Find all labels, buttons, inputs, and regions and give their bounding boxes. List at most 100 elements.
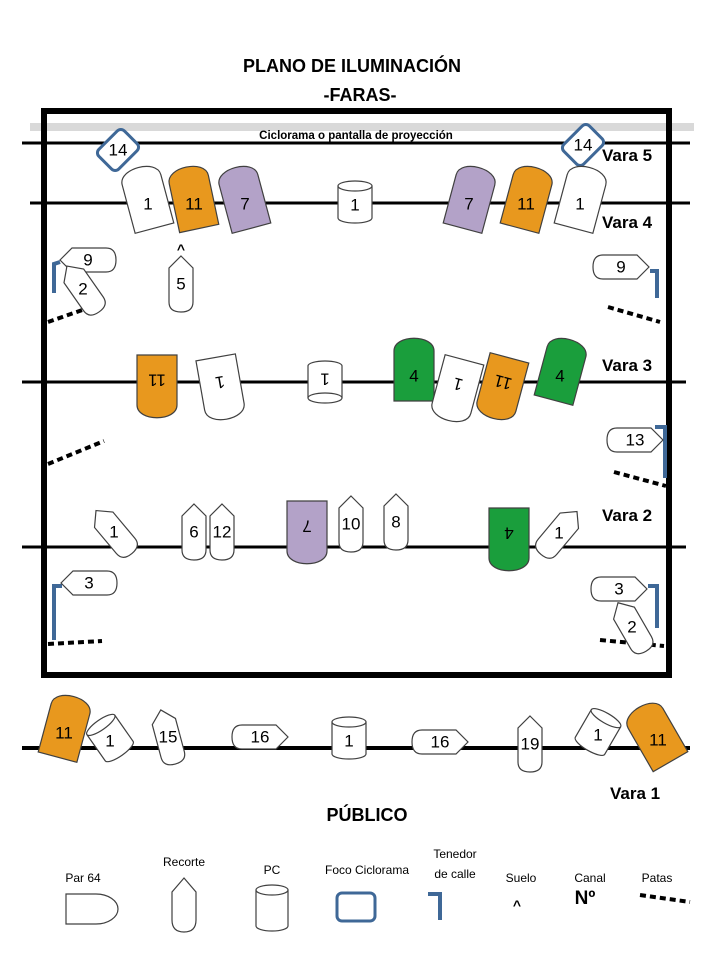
- tenedor-right-3: [648, 584, 659, 628]
- pata-right-2: [613, 470, 667, 488]
- recorte-body: [535, 510, 580, 559]
- channel-number: 16: [251, 728, 270, 747]
- par-body: [195, 353, 245, 421]
- channel-number: 1: [105, 732, 114, 751]
- par-fixture: 7: [286, 500, 328, 565]
- legend-tenedor-label-2: de calle: [434, 867, 476, 881]
- channel-number: 6: [189, 523, 198, 542]
- par-body: [393, 337, 435, 402]
- legend-par64-icon: [65, 893, 119, 925]
- recorte-fixture: 12: [209, 503, 235, 561]
- recorte-body: [93, 509, 138, 558]
- recorte-fixture: 5: [168, 255, 194, 313]
- channel-number: 2: [627, 618, 636, 637]
- recorte-fixture: 2: [63, 265, 106, 316]
- par-fixture: 11: [136, 354, 178, 419]
- recorte-fixture: 1: [93, 509, 138, 558]
- recorte-body: [338, 495, 364, 553]
- channel-number: 4: [555, 367, 564, 386]
- par-body: [488, 507, 530, 572]
- recorte-fixture: 6: [181, 503, 207, 561]
- legend-canal-icon: Nº: [575, 888, 596, 909]
- par-fixture: 4: [393, 337, 435, 402]
- tenedor-right-1: [650, 269, 659, 298]
- pc-body: [590, 708, 622, 729]
- pc-fixture: 1: [331, 716, 367, 760]
- par-body: [476, 351, 530, 421]
- legend-ciclorama-label: Foco Ciclorama: [325, 863, 409, 877]
- recorte-fixture: 3: [590, 576, 648, 602]
- recorte-fixture: 9: [592, 254, 650, 280]
- recorte-fixture: 19: [517, 715, 543, 773]
- par-fixture: 7: [218, 165, 272, 235]
- par-fixture: 11: [476, 351, 530, 421]
- recorte-fixture: 16: [231, 724, 289, 750]
- recorte-body: [592, 254, 650, 280]
- channel-number: 19: [521, 735, 540, 754]
- par-body: [286, 500, 328, 565]
- pc-body: [337, 180, 373, 192]
- par-fixture: 4: [533, 337, 587, 407]
- channel-number: 13: [626, 431, 645, 450]
- channel-number: 3: [84, 574, 93, 593]
- par-fixture: 11: [626, 702, 689, 773]
- par-fixture: 11: [168, 165, 220, 234]
- legend-par64-label: Par 64: [65, 871, 101, 885]
- legend-suelo-icon: ^: [513, 897, 521, 913]
- vara-1-label: Vara 1: [610, 784, 660, 803]
- channel-number: 3: [614, 580, 623, 599]
- legend-recorte-icon: [171, 877, 197, 933]
- channel-number: 1: [143, 195, 152, 214]
- par-fixture: 1: [121, 165, 175, 235]
- par-fixture: 1: [195, 353, 245, 421]
- stage-frame: [41, 108, 672, 678]
- par-body: [136, 354, 178, 419]
- pc-fixture: 1: [337, 180, 373, 224]
- channel-number: 2: [78, 280, 87, 299]
- legend-recorte-label: Recorte: [163, 855, 205, 869]
- par-fixture: 11: [37, 694, 91, 764]
- legend-patas-icon: [639, 893, 691, 904]
- channel-number: 9: [616, 258, 625, 277]
- channel-number: 12: [213, 523, 232, 542]
- plan-title: PLANO DE ILUMINACIÓN: [243, 55, 461, 76]
- pc-body: [331, 716, 367, 728]
- par-body: [121, 165, 175, 235]
- channel-number: 10: [342, 515, 361, 534]
- legend-pc-icon: [255, 884, 289, 932]
- tenedor-left-1: [52, 260, 61, 293]
- cyclorama-fixture: 14: [95, 127, 141, 173]
- recorte-body: [383, 493, 409, 551]
- par-fixture: 7: [442, 165, 496, 235]
- pata-left-1: [47, 306, 89, 324]
- recorte-body: [209, 503, 235, 561]
- channel-number: 7: [302, 517, 311, 536]
- legend-tenedor-icon: [428, 892, 442, 920]
- vara-5-label: Vara 5: [602, 146, 652, 165]
- pc-fixture: 1: [307, 360, 343, 404]
- pc-body: [307, 392, 343, 404]
- par-body: [37, 694, 91, 764]
- channel-number: 11: [649, 731, 667, 750]
- channel-number: 1: [554, 524, 563, 543]
- pata-left-2: [47, 439, 105, 466]
- channel-number: 16: [431, 733, 450, 752]
- recorte-fixture: 8: [383, 493, 409, 551]
- recorte-body: [60, 570, 118, 596]
- cyclorama-bar: [30, 123, 694, 131]
- par-body: [553, 165, 607, 235]
- channel-number: 1: [344, 732, 353, 751]
- cyclorama-body: [95, 127, 141, 173]
- channel-number: 14: [574, 136, 593, 155]
- channel-number: 1: [593, 726, 602, 745]
- channel-number: 8: [391, 513, 400, 532]
- channel-number: 7: [464, 195, 473, 214]
- par-body: [533, 337, 587, 407]
- pata-left-3: [47, 639, 103, 646]
- plan-subtitle: -FARAS-: [324, 85, 397, 105]
- par-fixture: 11: [499, 165, 553, 235]
- channel-number: 11: [517, 195, 535, 214]
- par-body: [168, 165, 220, 234]
- recorte-body: [606, 427, 664, 453]
